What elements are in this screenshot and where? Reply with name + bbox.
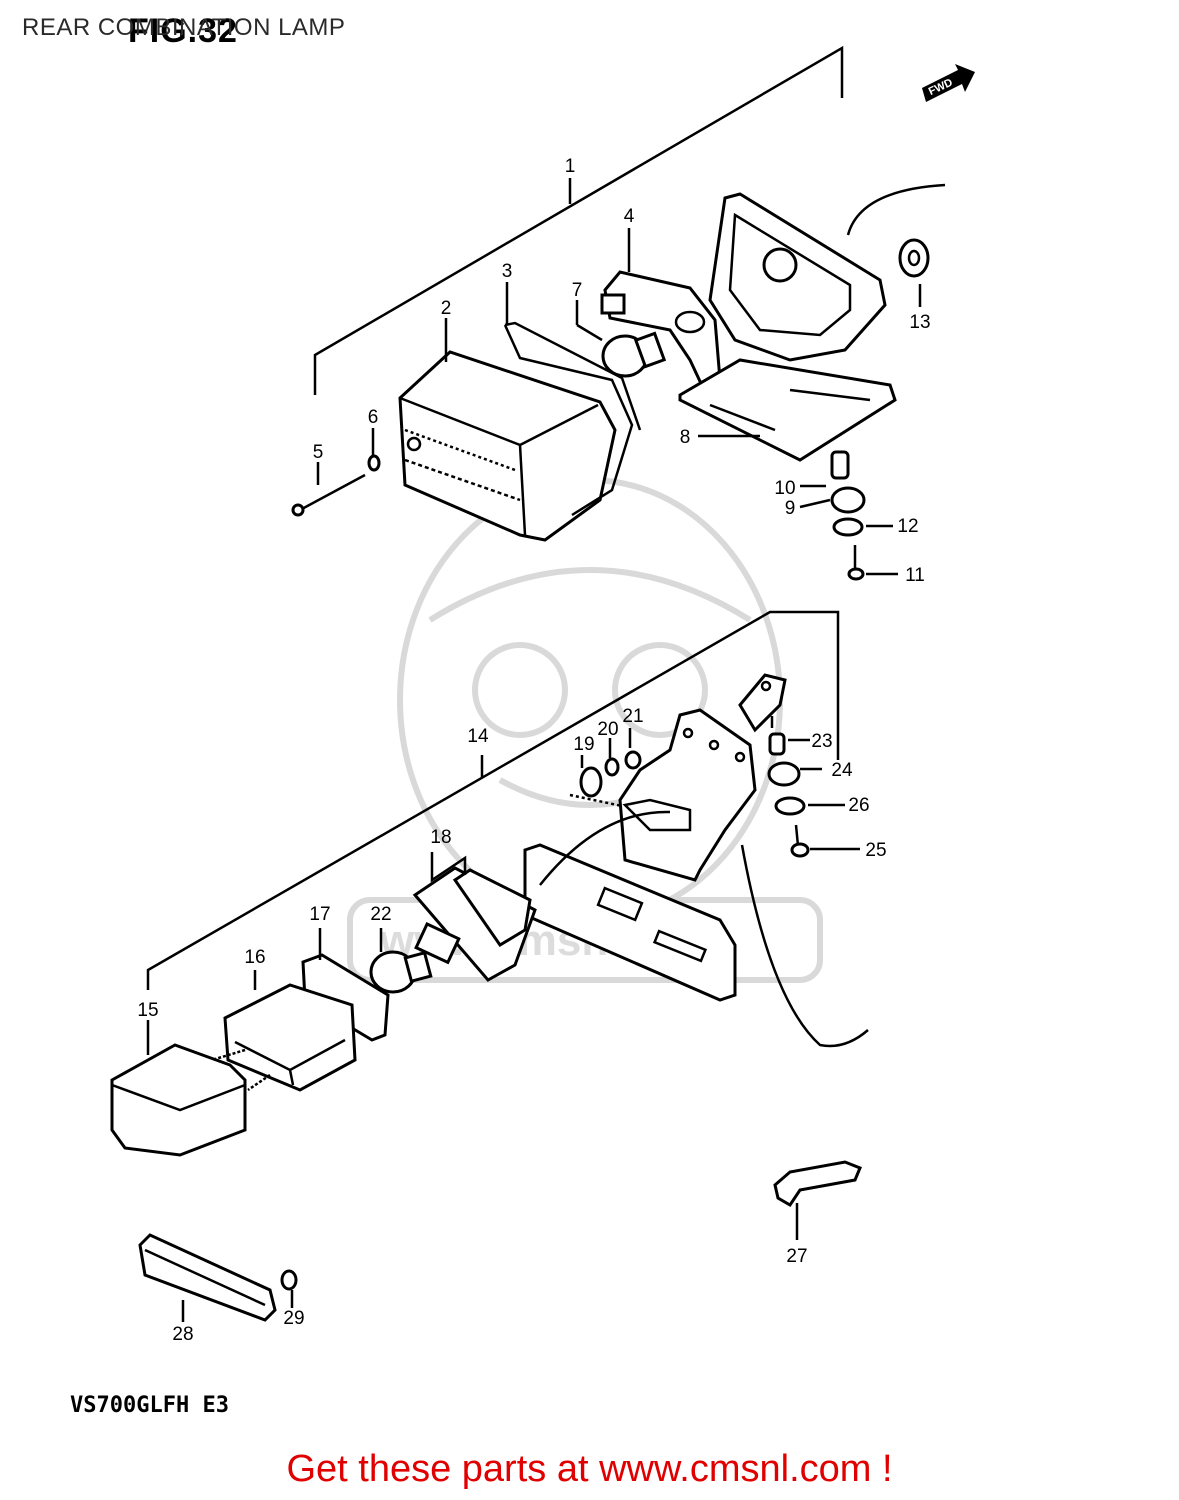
- nut-part-21: [624, 750, 642, 770]
- washer-part-20: [604, 757, 620, 777]
- part-label-10: 10: [774, 478, 795, 499]
- nut-part-29: [280, 1269, 298, 1291]
- fwd-arrow-icon: FWD: [922, 64, 975, 102]
- part-label-15: 15: [137, 1000, 158, 1021]
- part-label-17: 17: [309, 904, 330, 925]
- bulb-part-22: [369, 950, 433, 994]
- washer-part-26: [774, 796, 806, 816]
- part-label-1: 1: [565, 156, 576, 177]
- washer-part-6: [367, 454, 381, 472]
- part-label-28: 28: [172, 1324, 193, 1345]
- cushion-part-9: [830, 486, 866, 514]
- part-label-27: 27: [786, 1246, 807, 1267]
- part-label-16: 16: [244, 947, 265, 968]
- part-label-23: 23: [811, 731, 832, 752]
- grommet-part-13: [898, 238, 930, 278]
- assembly-14-bracket: [146, 610, 840, 990]
- part-label-12: 12: [897, 516, 918, 537]
- collar-part-10: [830, 450, 850, 480]
- model-code: VS700GLFH E3: [70, 1393, 229, 1418]
- screw-part-5: [291, 473, 366, 517]
- part-label-5: 5: [313, 442, 324, 463]
- part-label-9: 9: [785, 498, 796, 519]
- license-bracket-part-24: [523, 673, 869, 1048]
- tail-lens-part: [398, 350, 617, 542]
- collar-part-23: [768, 732, 786, 756]
- part-label-20: 20: [597, 719, 618, 740]
- bulb-part-7: [601, 331, 667, 378]
- lamp-base-part-8: [678, 183, 946, 462]
- clamp-part-27: [773, 1160, 862, 1208]
- fwd-label: FWD: [927, 77, 955, 98]
- part-label-24: 24: [831, 760, 853, 781]
- call-to-action-link[interactable]: Get these parts at www.cmsnl.com !: [286, 1448, 893, 1490]
- nut-part-19: [569, 766, 623, 808]
- part-label-29: 29: [283, 1308, 304, 1329]
- part-number-labels: 1 2 3 4 5 6 7 8 9 10 11 12 13 14 15 16 1…: [137, 156, 930, 1345]
- washer-part-12: [832, 517, 864, 537]
- license-lens-part-15: [110, 1043, 271, 1157]
- part-label-11: 11: [905, 565, 925, 586]
- reflector-part-28: [138, 1233, 277, 1322]
- part-label-14: 14: [467, 726, 489, 747]
- lamp-housing-part-16: [223, 983, 357, 1092]
- part-label-22: 22: [370, 904, 391, 925]
- part-label-2: 2: [441, 298, 452, 319]
- bolt-part-11: [847, 545, 865, 581]
- part-label-26: 26: [848, 795, 869, 816]
- part-label-6: 6: [368, 407, 379, 428]
- assembly-1-bracket: [313, 45, 844, 395]
- socket-part-18: [412, 866, 537, 982]
- lens-gasket-part: [503, 321, 642, 517]
- part-label-19: 19: [573, 734, 594, 755]
- part-label-7: 7: [572, 280, 583, 301]
- part-label-13: 13: [909, 312, 930, 333]
- bolt-part-25: [790, 824, 810, 858]
- part-label-18: 18: [430, 827, 451, 848]
- part-label-3: 3: [502, 261, 513, 282]
- cushion-part-24: [767, 761, 801, 787]
- figure-label: FIG.32: [128, 12, 238, 50]
- part-label-21: 21: [622, 706, 643, 727]
- part-label-4: 4: [624, 206, 635, 227]
- part-label-25: 25: [865, 840, 886, 861]
- page-title: REAR COMBINATION LAMP: [22, 14, 346, 41]
- leader-lines: [146, 228, 922, 1322]
- part-label-8: 8: [680, 427, 691, 448]
